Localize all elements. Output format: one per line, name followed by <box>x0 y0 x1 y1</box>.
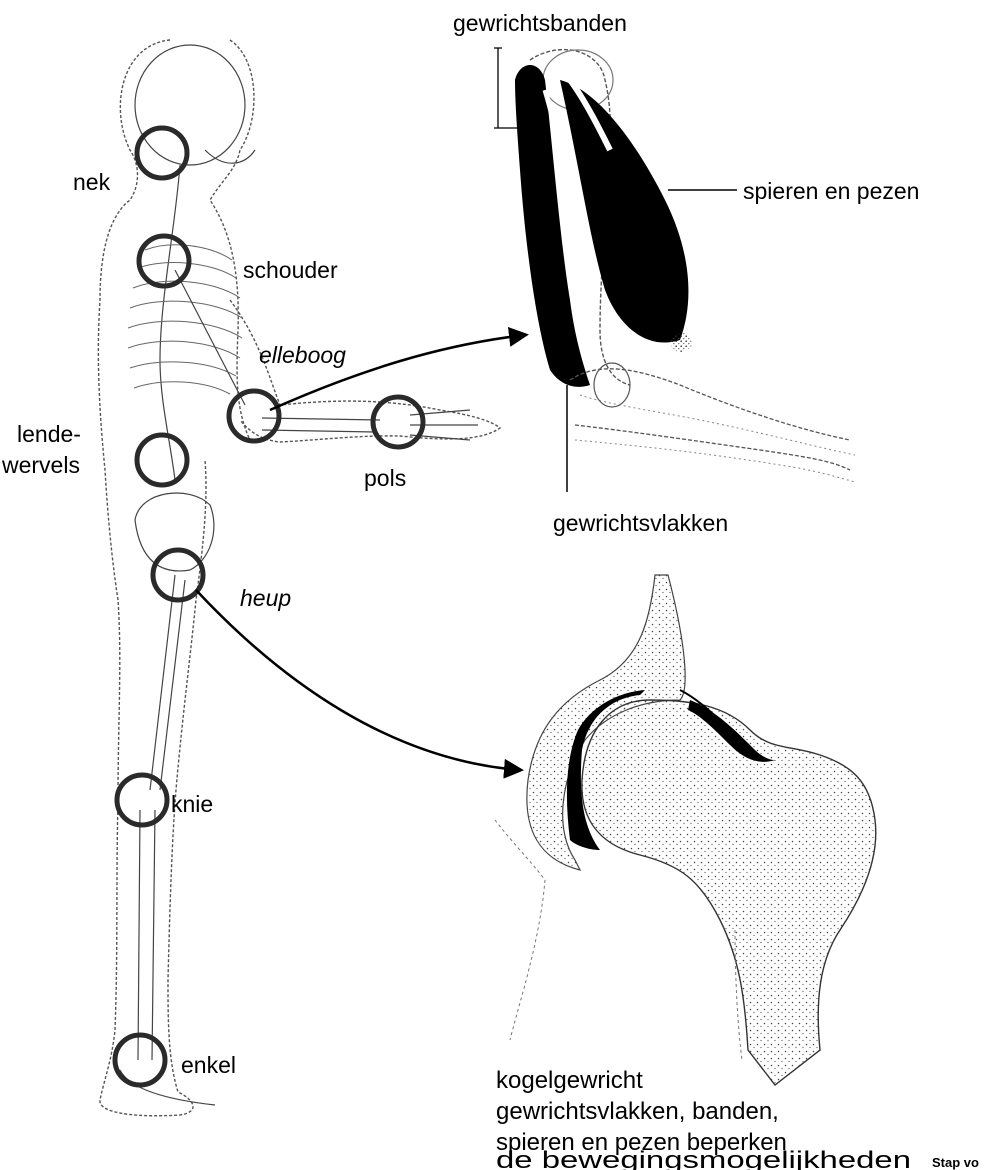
footer-fragment: Stap vo <box>932 1155 979 1170</box>
muscle-biceps <box>560 80 688 343</box>
caption-line-1: kogelgewricht <box>496 1067 643 1094</box>
label-pols: pols <box>364 465 406 491</box>
femur-section <box>582 700 876 1085</box>
pelvis <box>135 493 214 571</box>
label-enkel: enkel <box>181 1052 236 1078</box>
ring-lendewervels <box>137 435 187 485</box>
ring-schouder <box>139 236 189 286</box>
ring-knie <box>117 775 167 825</box>
label-heup: heup <box>240 585 291 611</box>
arrow-to-hip-detail <box>196 590 520 770</box>
label-gewrichtsvlakken: gewrichtsvlakken <box>553 510 728 536</box>
skeleton-bones <box>120 45 478 1105</box>
label-schouder: schouder <box>243 257 338 283</box>
ring-heup <box>153 550 203 600</box>
ring-pols <box>373 397 423 447</box>
skeleton-figure <box>98 40 500 1116</box>
hip-detail <box>495 575 876 1085</box>
label-gewrichtsbanden: gewrichtsbanden <box>453 10 627 36</box>
label-elleboog: elleboog <box>259 342 346 368</box>
caption-line-2: gewrichtsvlakken, banden, <box>496 1098 779 1125</box>
label-lende-line1: lende- <box>17 421 81 447</box>
label-knie: knie <box>171 791 213 817</box>
skull <box>135 45 245 165</box>
femur <box>150 575 175 790</box>
tibia <box>138 810 140 1060</box>
caption-line-4: de bewegingsmogelijkheden <box>496 1147 911 1170</box>
label-nek: nek <box>73 169 111 195</box>
label-lende-line2: wervels <box>1 452 80 478</box>
ribcage <box>128 245 242 394</box>
ring-enkel <box>115 1035 165 1085</box>
humerus <box>175 270 245 405</box>
elbow-detail <box>494 48 855 492</box>
jaw <box>205 150 255 163</box>
ring-nek <box>137 128 187 178</box>
label-spieren-en-pezen: spieren en pezen <box>743 178 919 204</box>
